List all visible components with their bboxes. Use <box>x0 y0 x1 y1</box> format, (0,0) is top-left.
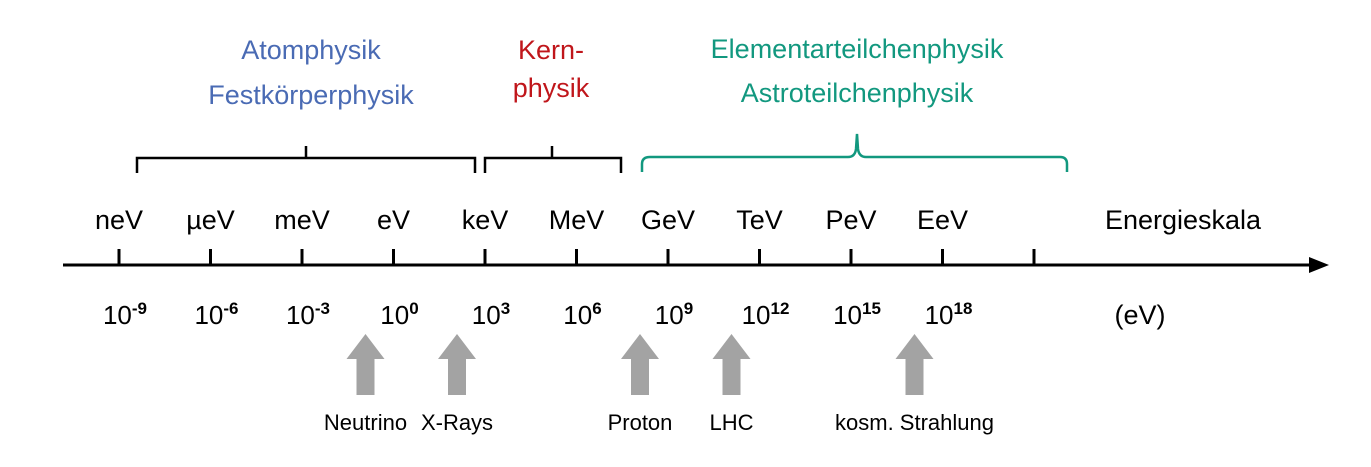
axis-ticks <box>117 249 1036 265</box>
power-label: 10-3 <box>286 299 330 330</box>
field-kernphysik-line1: Kern- <box>518 35 584 65</box>
field-atomphysik-line2: Festkörperphysik <box>208 80 414 110</box>
energy-axis-arrowhead <box>1309 257 1329 273</box>
unit-label: TeV <box>736 205 783 235</box>
unit-labels: neV µeV meV eV keV MeV GeV TeV PeV EeV <box>95 205 968 235</box>
bracket-elementarteilchenphysik <box>640 133 1069 172</box>
up-arrow-icon <box>438 334 476 395</box>
power-labels: 10-9 10-6 10-3 100 103 106 109 1012 1015 1018 <box>103 299 972 330</box>
unit-label: PeV <box>825 205 876 235</box>
power-label: 1012 <box>742 299 790 330</box>
unit-label: MeV <box>549 205 605 235</box>
field-atomphysik: Atomphysik Festkörperphysik <box>208 35 414 110</box>
power-label: 106 <box>563 299 601 330</box>
annotation-item: Proton <box>608 334 673 435</box>
power-label: 10-9 <box>103 299 147 330</box>
unit-label: keV <box>462 205 509 235</box>
power-label: 1018 <box>925 299 973 330</box>
up-arrow-icon <box>895 334 934 395</box>
annotation-label: kosm. Strahlung <box>835 410 994 435</box>
unit-label: EeV <box>917 205 968 235</box>
annotation-label: LHC <box>709 410 753 435</box>
annotation-label: Proton <box>608 410 673 435</box>
unit-label: meV <box>274 205 330 235</box>
unit-label: eV <box>377 205 410 235</box>
field-atomphysik-line1: Atomphysik <box>241 35 381 65</box>
power-label: 109 <box>655 299 693 330</box>
annotation-item: kosm. Strahlung <box>835 334 994 435</box>
axis-label: Energieskala <box>1105 205 1262 235</box>
field-elementarteilchenphysik-line1: Elementarteilchenphysik <box>711 34 1004 64</box>
bracket-atomphysik <box>135 146 477 173</box>
bracket-kernphysik <box>483 146 623 173</box>
up-arrow-icon <box>346 334 385 395</box>
unit-label: µeV <box>186 205 235 235</box>
annotation-label: Neutrino <box>324 410 407 435</box>
power-label: 10-6 <box>194 299 238 330</box>
annotations: Neutrino X-Rays Proton LHC kosm. Strahlung <box>324 334 994 435</box>
annotation-item: X-Rays <box>421 334 493 435</box>
up-arrow-icon <box>621 334 659 395</box>
power-label: 1015 <box>833 299 881 330</box>
axis-unit: (eV) <box>1114 300 1165 330</box>
up-arrow-icon <box>712 334 751 395</box>
field-elementarteilchenphysik: Elementarteilchenphysik Astroteilchenphy… <box>711 34 1004 108</box>
annotation-item: LHC <box>709 334 754 435</box>
annotation-item: Neutrino <box>324 334 407 435</box>
field-elementarteilchenphysik-line2: Astroteilchenphysik <box>741 78 974 108</box>
unit-label: GeV <box>641 205 695 235</box>
field-kernphysik-line2: physik <box>513 73 590 103</box>
unit-label: neV <box>95 205 143 235</box>
field-kernphysik: Kern- physik <box>513 35 590 103</box>
power-label: 103 <box>472 299 510 330</box>
power-label: 100 <box>380 299 418 330</box>
annotation-label: X-Rays <box>421 410 493 435</box>
